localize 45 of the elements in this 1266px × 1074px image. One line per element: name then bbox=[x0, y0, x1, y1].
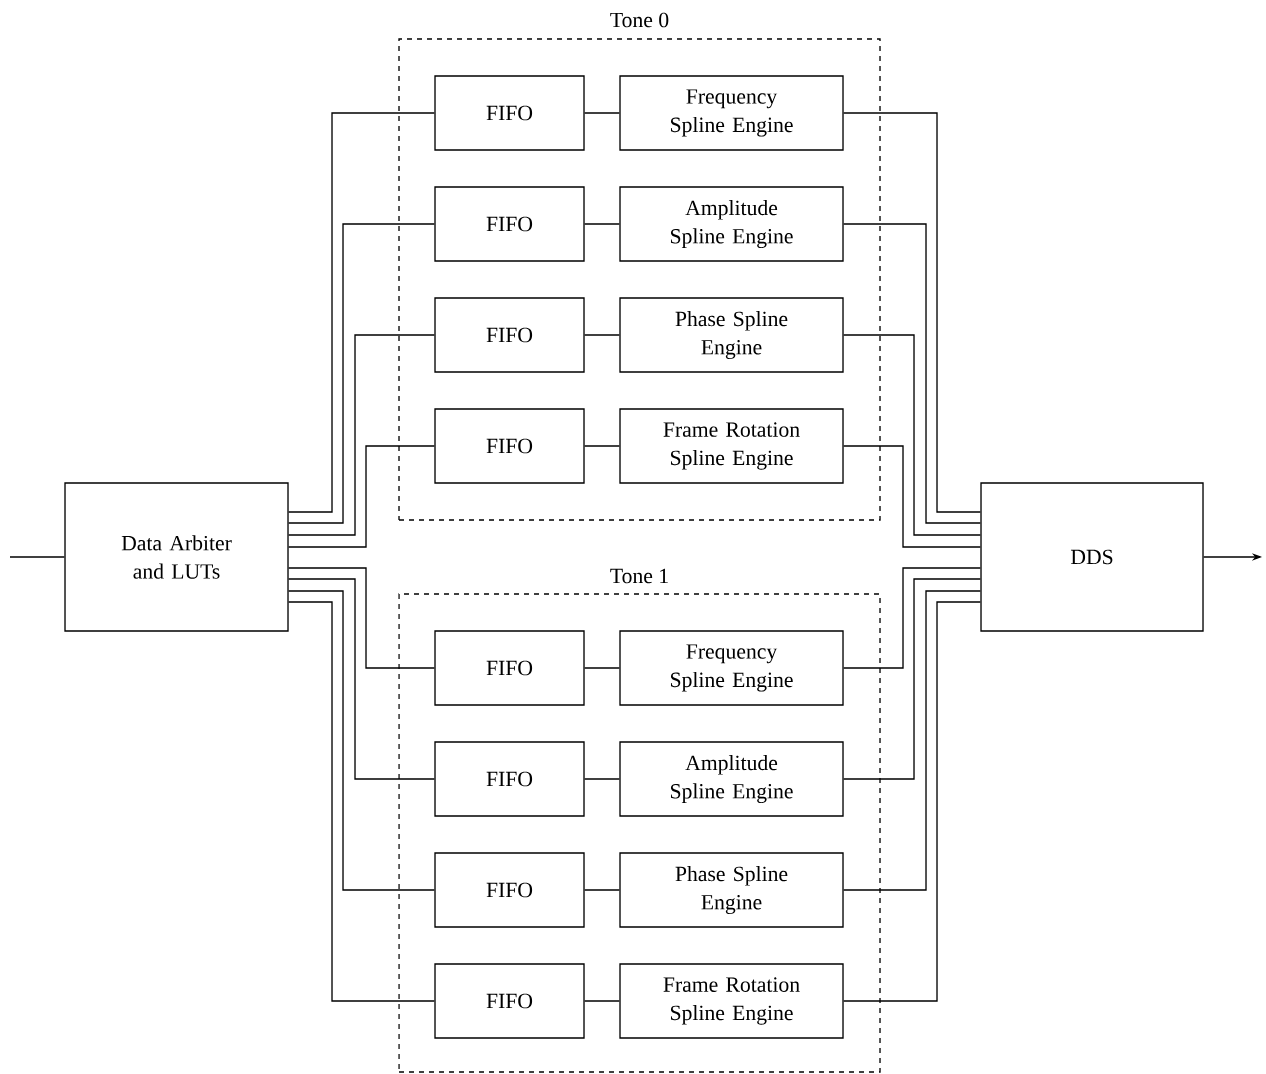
connector-line bbox=[584, 445, 620, 447]
connector-line bbox=[843, 445, 981, 548]
connector-line bbox=[288, 567, 435, 669]
connector-line bbox=[288, 112, 435, 513]
block-box: DDS bbox=[980, 482, 1204, 632]
input-line bbox=[9, 556, 65, 558]
connector-line bbox=[584, 778, 620, 780]
block-box: FIFO bbox=[434, 408, 585, 484]
connector-line bbox=[288, 445, 435, 548]
connector-line bbox=[584, 334, 620, 336]
block-box: Frame Rotation Spline Engine bbox=[619, 963, 844, 1039]
connector-line bbox=[288, 578, 435, 780]
connector-line bbox=[843, 112, 981, 513]
connector-line bbox=[584, 667, 620, 669]
connector-line bbox=[843, 223, 981, 524]
connector-line bbox=[288, 590, 435, 891]
block-box: FIFO bbox=[434, 186, 585, 262]
block-box: Frame Rotation Spline Engine bbox=[619, 408, 844, 484]
block-box: FIFO bbox=[434, 963, 585, 1039]
connector-line bbox=[584, 889, 620, 891]
connector-line bbox=[843, 578, 981, 780]
connector-line bbox=[843, 590, 981, 891]
connector-line bbox=[288, 334, 435, 536]
connector-line bbox=[584, 112, 620, 114]
connector-line bbox=[584, 223, 620, 225]
block-box: FIFO bbox=[434, 75, 585, 151]
block-box: FIFO bbox=[434, 297, 585, 373]
block-box: FIFO bbox=[434, 741, 585, 817]
group-title: Tone 1 bbox=[610, 568, 668, 584]
connector-line bbox=[288, 223, 435, 524]
block-box: Amplitude Spline Engine bbox=[619, 186, 844, 262]
connector-line bbox=[843, 334, 981, 536]
block-box: Data Arbiter and LUTs bbox=[64, 482, 289, 632]
block-box: FIFO bbox=[434, 852, 585, 928]
block-box: FIFO bbox=[434, 630, 585, 706]
connector-line bbox=[288, 601, 435, 1002]
connector-line bbox=[843, 567, 981, 669]
connector-line bbox=[584, 1000, 620, 1002]
block-box: Frequency Spline Engine bbox=[619, 630, 844, 706]
block-box: Amplitude Spline Engine bbox=[619, 741, 844, 817]
group-title: Tone 0 bbox=[610, 12, 669, 28]
connector-line bbox=[843, 601, 981, 1002]
block-box: Phase Spline Engine bbox=[619, 297, 844, 373]
block-box: Phase Spline Engine bbox=[619, 852, 844, 928]
block-box: Frequency Spline Engine bbox=[619, 75, 844, 151]
